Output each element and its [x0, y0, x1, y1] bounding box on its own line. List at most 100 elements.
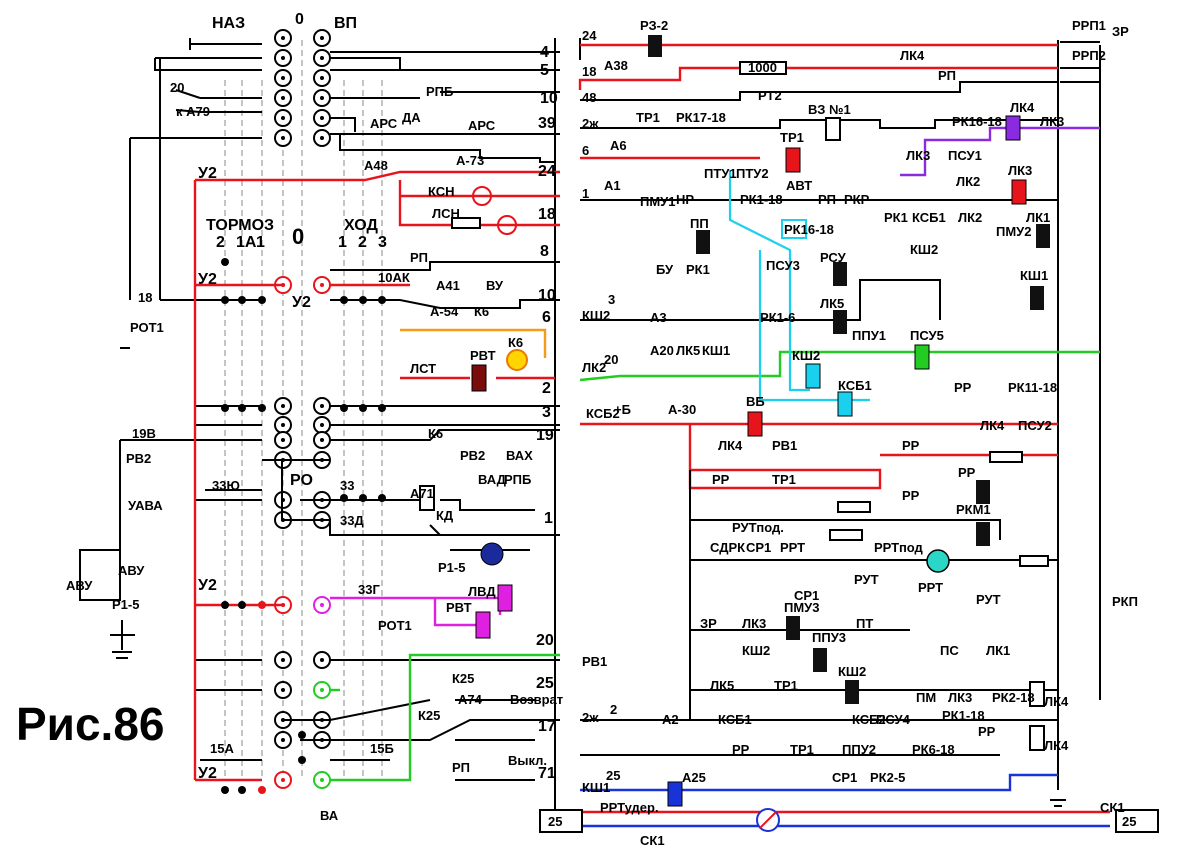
wire-number: 5 — [540, 62, 549, 79]
circuit-label: ППУ3 — [812, 630, 846, 645]
controller-label: РПБ — [504, 472, 531, 487]
circuit-label: ЛК3 — [1040, 114, 1064, 129]
circuit-label: 6 — [582, 143, 589, 158]
contact-dot — [320, 283, 324, 287]
circuit-label: ТР1 — [780, 130, 804, 145]
controller-label: 33Д — [340, 513, 364, 528]
wire-number: 71 — [538, 765, 556, 782]
circuit-label: 25 — [606, 768, 620, 783]
controller-label: ВАХ — [506, 448, 533, 463]
contact-dot — [320, 56, 324, 60]
circuit-label: АВТ — [786, 178, 812, 193]
circuit-label: КСБ1 — [838, 378, 872, 393]
circuit-label: А6 — [610, 138, 627, 153]
circuit-label: СР1 — [832, 770, 857, 785]
controller-label: А-54 — [430, 304, 459, 319]
contact-dot — [281, 738, 285, 742]
circuit-label: РК1-18 — [942, 708, 985, 723]
lsn-lamp-icon — [472, 186, 492, 206]
circuit-label: ЛК4 — [1044, 694, 1069, 709]
k6-coil — [471, 364, 487, 392]
circuit-label: РК1-6 — [760, 310, 795, 325]
circuit-label: ЛК5 — [820, 296, 844, 311]
circuit-label: РР — [978, 724, 996, 739]
controller-label: АВУ — [118, 563, 145, 578]
controller-label: А74 — [458, 692, 483, 707]
circuit-label: РВ1 — [772, 438, 797, 453]
circuit-label: РРТ — [780, 540, 805, 555]
circuit-label: ЛК4 — [980, 418, 1005, 433]
controller-label: РПБ — [426, 84, 453, 99]
circuit-label: ПТУ2 — [736, 166, 769, 181]
controller-label: 10АК — [378, 270, 410, 285]
contact-dot — [320, 688, 324, 692]
circuit-label: ТР1 — [790, 742, 814, 757]
circuit-label: ТР1 — [774, 678, 798, 693]
circuit-label: 2ж — [582, 116, 599, 131]
contact-dot — [281, 438, 285, 442]
circuit-label: КШ2 — [742, 643, 770, 658]
controller-label: РОТ1 — [130, 320, 164, 335]
contact-dot — [281, 688, 285, 692]
brake-pos-1a: 1А — [236, 234, 257, 251]
run-pos-1: 1 — [338, 234, 347, 251]
contact-dot — [281, 778, 285, 782]
circuit-label: РР — [712, 472, 730, 487]
circuit-label: ПМ — [916, 690, 936, 705]
controller-label: РВ2 — [126, 451, 151, 466]
circuit-label: РКМ1 — [956, 502, 991, 517]
circuit-label: А2 — [662, 712, 679, 727]
controller-label: РП — [452, 760, 470, 775]
wire-number: 17 — [538, 718, 556, 735]
circuit-label: ЛК4 — [1010, 100, 1035, 115]
circuit-label: ЛК1 — [986, 643, 1010, 658]
circuit-label: РР — [958, 465, 976, 480]
wire-number: 18 — [538, 206, 556, 223]
circuit-label: ТР1 — [636, 110, 660, 125]
circuit-label: А3 — [650, 310, 667, 325]
circuit-label: КШ1 — [1020, 268, 1048, 283]
circuit-label: +Б — [614, 402, 631, 417]
controller-label: 33 — [340, 478, 354, 493]
circuit-label: РК11-18 — [1008, 380, 1057, 395]
brake-pos-1: 1 — [256, 234, 265, 251]
circuit-label: КСБ1 — [912, 210, 946, 225]
circuit-label: РР — [954, 380, 972, 395]
circuit-label: РКР — [844, 192, 870, 207]
circuit-label: НР — [676, 192, 694, 207]
circuit-label: РР — [732, 742, 750, 757]
circuit-label: ПП — [690, 216, 709, 231]
rv2-coil — [419, 485, 435, 511]
run-pos-2: 2 — [358, 234, 367, 251]
label-u2-d: У2 — [198, 765, 217, 782]
circuit-label: ЛК4 — [900, 48, 925, 63]
contact-dot — [320, 36, 324, 40]
wire-number: 8 — [540, 243, 549, 260]
circuit-label: 20 — [604, 352, 618, 367]
circuit-label: 18 — [582, 64, 596, 79]
controller-label: ЛСН — [432, 206, 460, 221]
circuit-label: ПСУ4 — [876, 712, 911, 727]
circuit-label: ЛК4 — [1044, 738, 1069, 753]
rp-lamp-icon — [497, 215, 517, 235]
controller-label: ЛСТ — [410, 361, 436, 376]
contact-dot — [281, 36, 285, 40]
circuit-label: ППУ1 — [852, 328, 886, 343]
brake-pos-2: 2 — [216, 234, 225, 251]
circuit-label: ПМУ1 — [640, 194, 676, 209]
circuit-label: РУТ — [976, 592, 1001, 607]
circuit-label: ППУ2 — [842, 742, 876, 757]
rp-resistor — [451, 217, 481, 229]
circuit-label: РРТпод — [874, 540, 924, 555]
contact-dot — [320, 658, 324, 662]
controller-label: к А79 — [176, 104, 210, 119]
controller-label: ВАД — [478, 472, 507, 487]
controller-label: К25 — [418, 708, 440, 723]
controller-label: 33Ю — [212, 478, 240, 493]
controller-label: ВУ — [486, 278, 504, 293]
circuit-label: РСУ — [820, 250, 847, 265]
circuit-label: РРП2 — [1072, 48, 1106, 63]
circuit-label: КСБ2 — [586, 406, 620, 421]
